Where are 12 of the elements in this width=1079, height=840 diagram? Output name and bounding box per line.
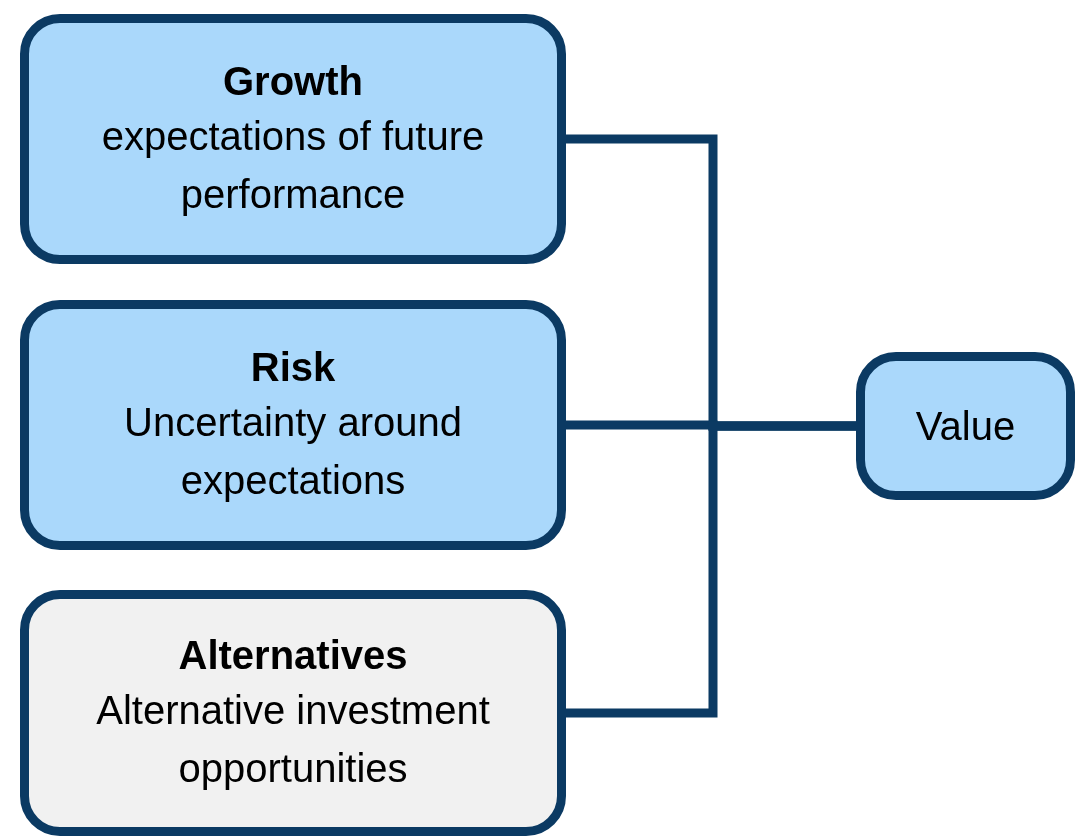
box-text: expectations of future performance <box>100 113 486 218</box>
box-text: Alternative investment opportunities <box>95 687 491 792</box>
box-heading: Alternatives <box>178 632 408 679</box>
box-text: Uncertainty around expectations <box>123 399 463 504</box>
factor-box <box>20 14 566 264</box>
factor-box <box>20 590 566 836</box>
box-heading: Risk <box>250 344 336 391</box>
factor-box <box>20 300 566 550</box>
box-text: Value <box>915 403 1016 450</box>
connector-line <box>566 421 856 718</box>
box-heading: Growth <box>223 58 363 105</box>
factor-box <box>856 352 1075 500</box>
